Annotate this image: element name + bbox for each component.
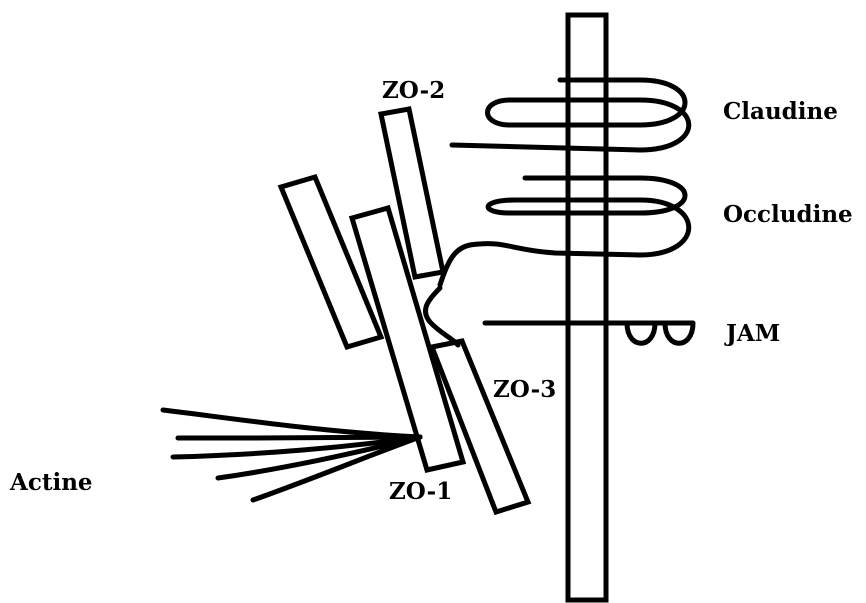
zo2-label: ZO-2	[382, 77, 446, 104]
jam-label: JAM	[726, 320, 781, 347]
occludine-label: Occludine	[723, 201, 853, 228]
actine-filaments	[160, 407, 423, 503]
claudine-protein	[449, 77, 692, 153]
zo3-label: ZO-3	[493, 376, 557, 403]
left-scaffold-bar	[277, 173, 385, 351]
zo3-bar	[428, 338, 532, 516]
occludine-protein	[437, 175, 692, 288]
actine-label: Actine	[10, 469, 93, 496]
zo1-bar	[348, 204, 467, 473]
zo1-label: ZO-1	[389, 478, 453, 505]
zo-connector	[423, 285, 461, 348]
membrane-bar	[565, 12, 609, 603]
jam-loops	[624, 320, 696, 346]
zo2-bar	[378, 106, 446, 280]
claudine-label: Claudine	[723, 98, 838, 125]
